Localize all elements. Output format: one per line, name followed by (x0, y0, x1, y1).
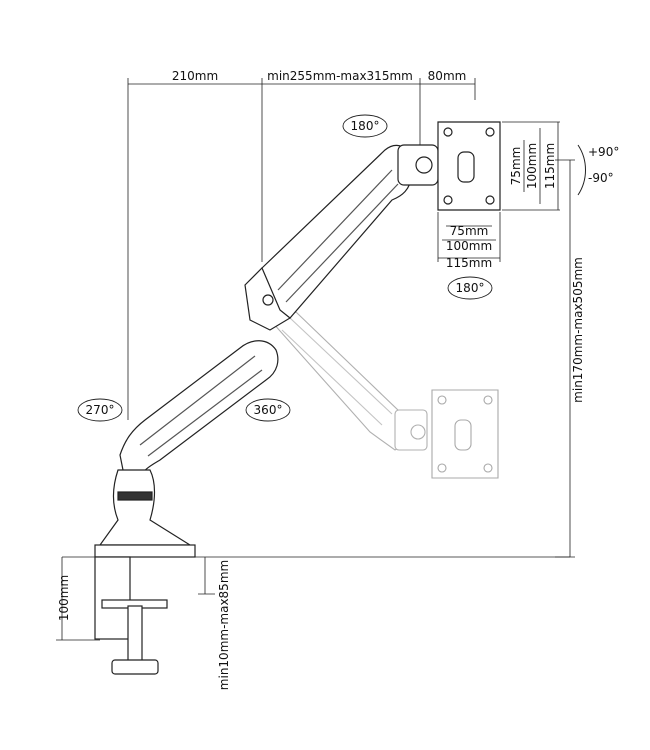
dimension-lines (56, 78, 575, 641)
dim-vesa-75-horizontal: 75mm (450, 224, 489, 238)
dim-reach-mid: min255mm-max315mm (267, 69, 413, 83)
dim-reach-base: 210mm (172, 69, 218, 83)
rotation-badge-top: 180° (342, 114, 388, 138)
vesa-plate-ghost (431, 389, 499, 479)
dim-vesa-115-horizontal: 115mm (446, 256, 492, 270)
arm-lowered-ghost (271, 311, 428, 451)
vesa-plate (437, 121, 501, 211)
dim-vesa-100-horizontal: 100mm (446, 239, 492, 253)
dim-desk-thickness: min10mm-max85mm (217, 560, 231, 690)
dim-vesa-75-vertical: 75mm (509, 147, 523, 186)
dim-reach-head: 80mm (428, 69, 467, 83)
dim-vesa-115-vertical: 115mm (543, 143, 557, 189)
rotation-badge-bottom: 180° (447, 276, 493, 300)
svg-text:270°: 270° (86, 403, 115, 417)
rotation-badge-base: 270° (77, 398, 123, 422)
dim-clamp-height: 100mm (57, 575, 71, 621)
svg-text:-90°: -90° (588, 171, 614, 185)
svg-text:180°: 180° (351, 119, 380, 133)
svg-text:180°: 180° (456, 281, 485, 295)
desk-clamp (94, 544, 196, 675)
arm-base (98, 469, 193, 546)
arm-main (119, 144, 439, 481)
vesa-dimension-brackets (437, 121, 560, 262)
tilt-indicator: +90° -90° (577, 144, 619, 196)
svg-text:+90°: +90° (588, 145, 619, 159)
rotation-badge-arm: 360° (245, 398, 291, 422)
svg-text:360°: 360° (254, 403, 283, 417)
dim-vesa-100-vertical: 100mm (525, 143, 539, 189)
dim-height-range: min170mm-max505mm (571, 257, 585, 403)
